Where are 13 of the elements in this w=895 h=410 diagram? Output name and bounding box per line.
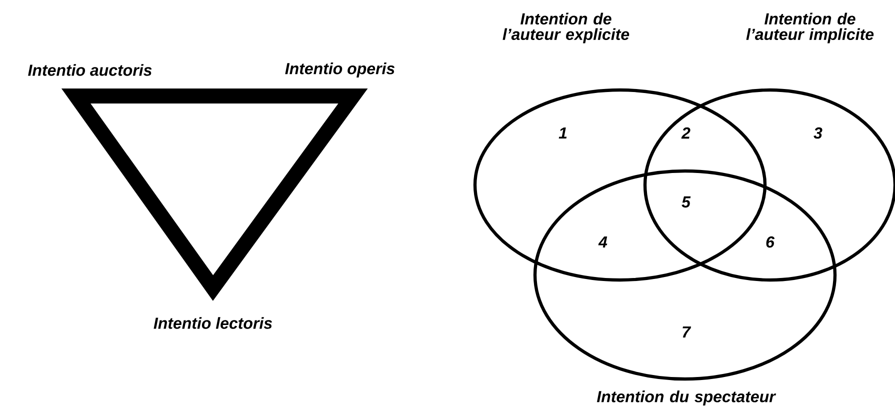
region-number: 5: [682, 196, 691, 208]
region-number: 1: [558, 128, 567, 138]
node-label: Intention du spectateur: [596, 390, 776, 406]
region-number: 7: [682, 326, 692, 338]
region-number: 3: [814, 127, 822, 139]
text-label: Intentio operis: [285, 62, 395, 78]
region-number: 6: [766, 236, 775, 248]
text-label: Intentio lectoris: [154, 317, 272, 329]
region-number: 2: [681, 127, 690, 139]
text-label: Intentio auctoris: [28, 64, 152, 76]
node-label: Intention de l’auteur implicite: [746, 12, 874, 44]
region-number: 4: [598, 236, 608, 248]
node-label: Intention de l’auteur explicite: [502, 12, 630, 44]
